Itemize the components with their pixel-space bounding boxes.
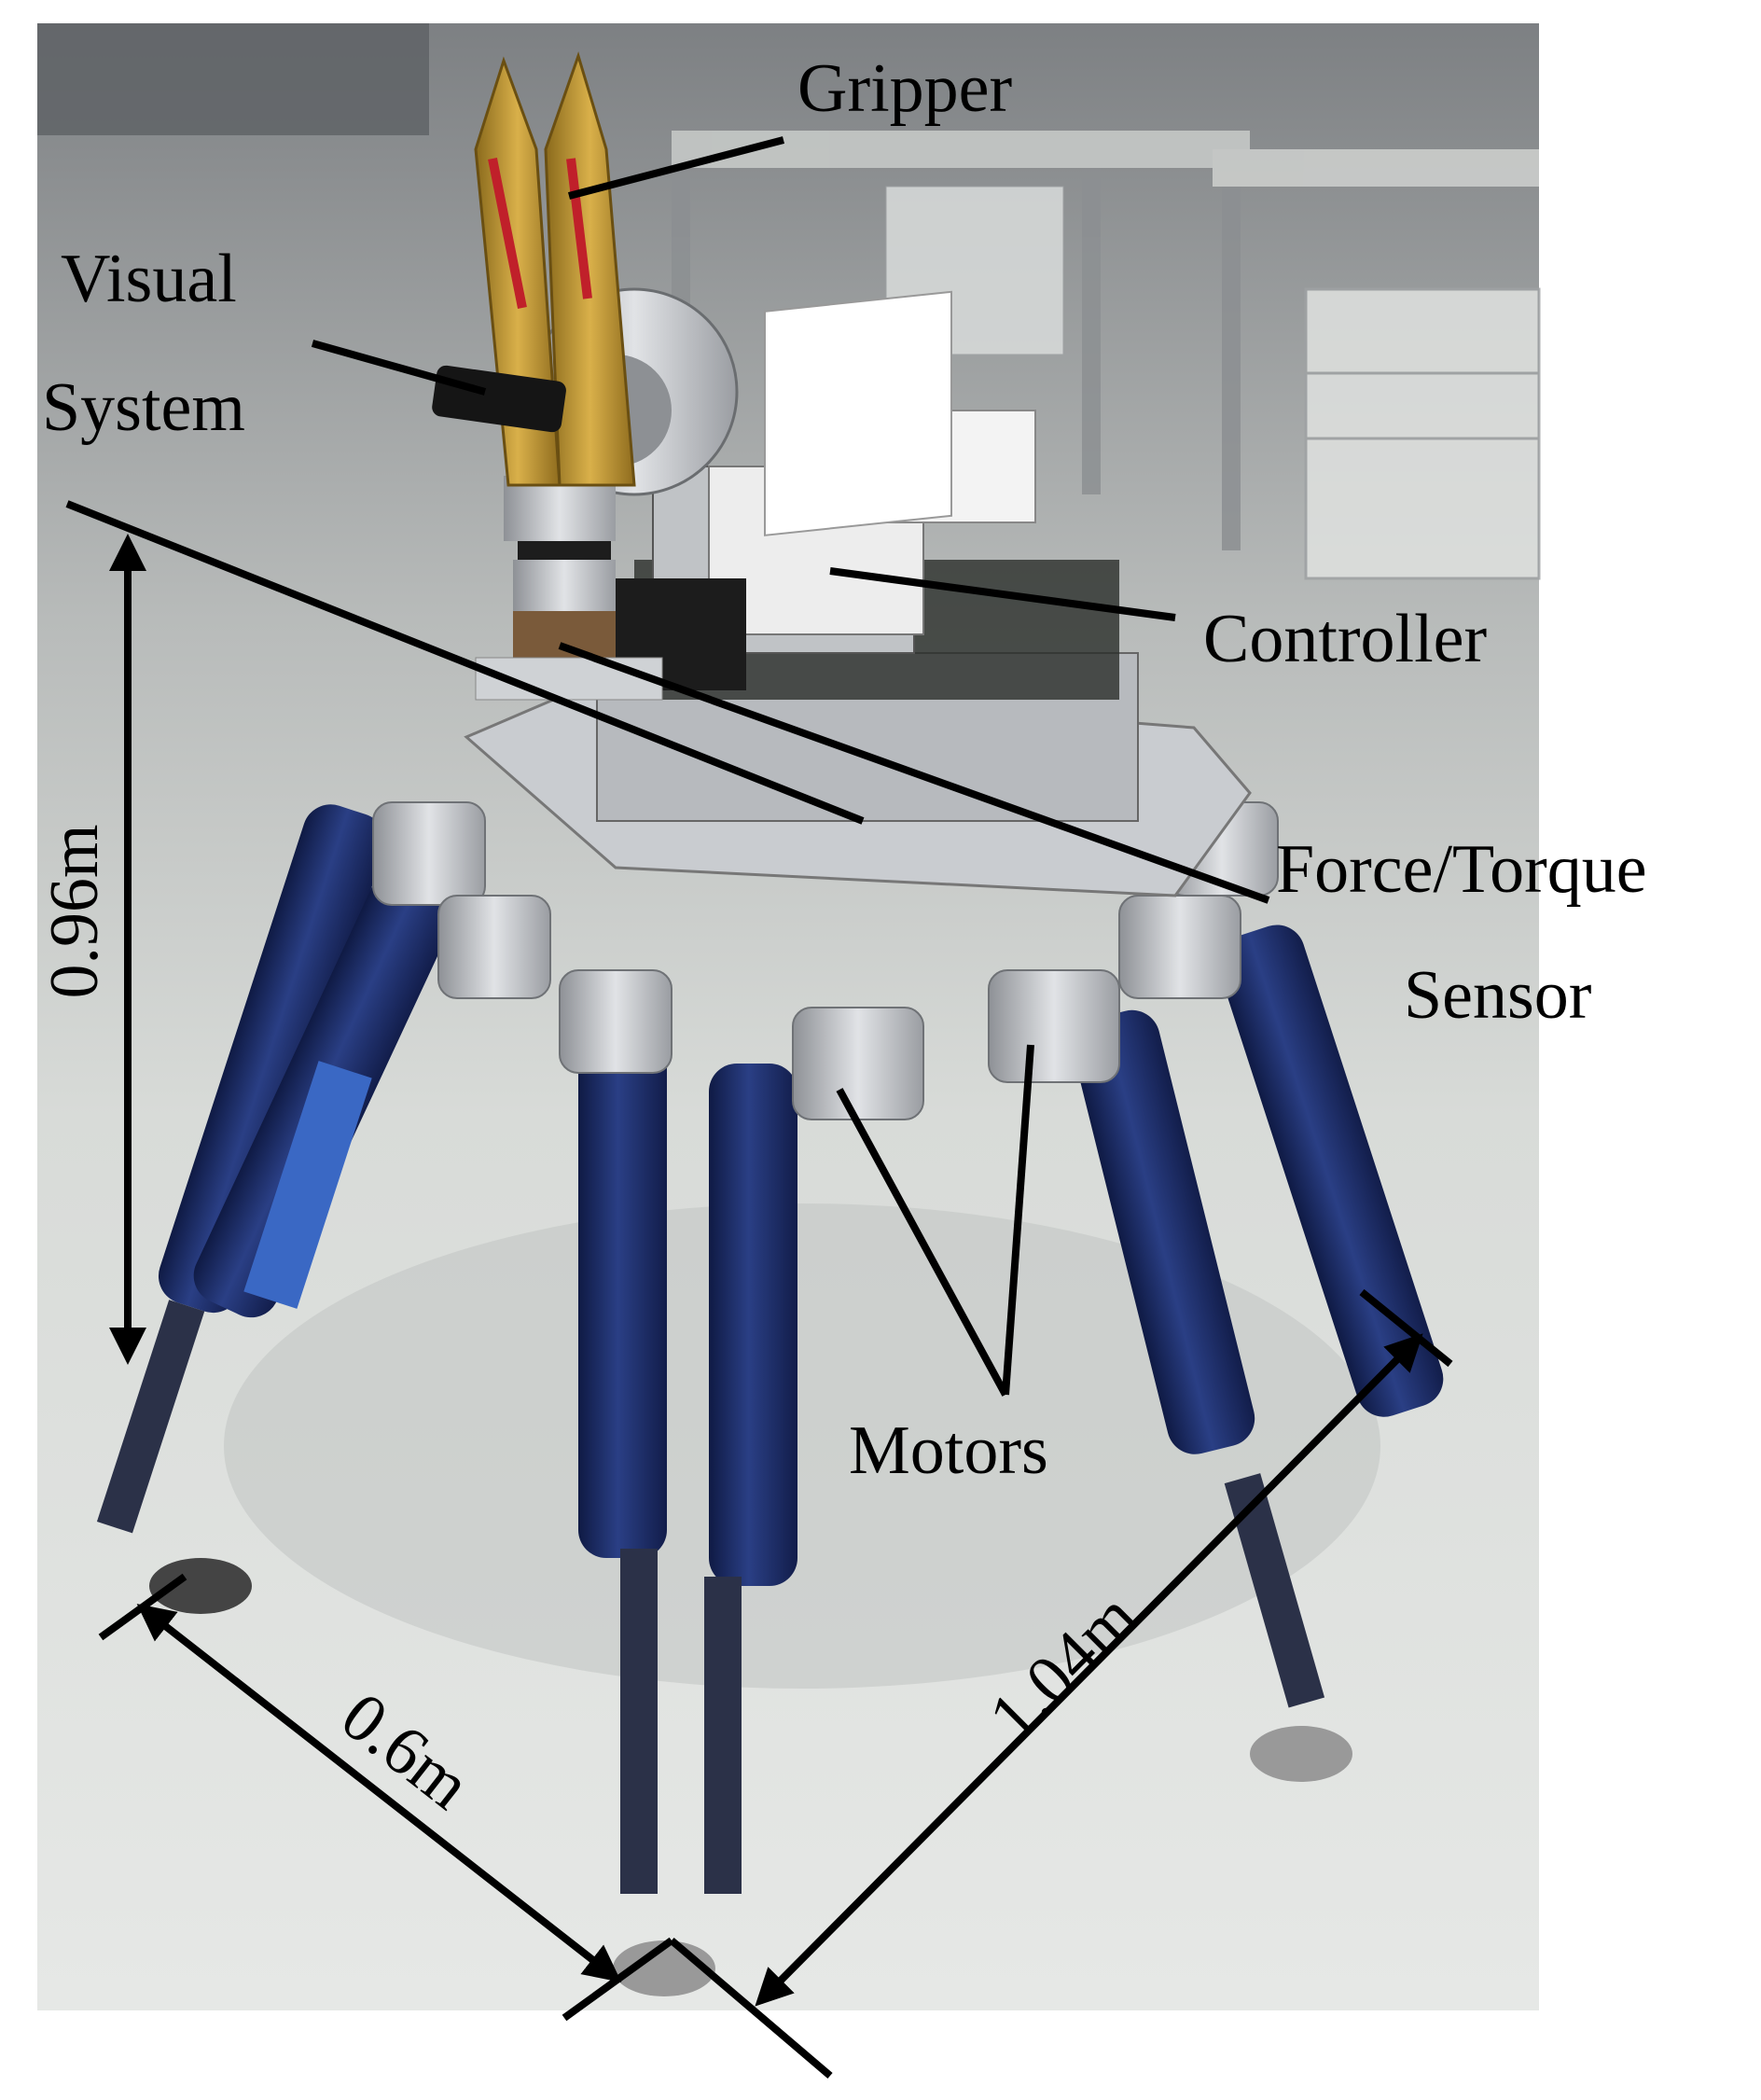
depth-extension-line [1359,1288,1453,1368]
controller-unit [616,290,1036,690]
depth-arrow [755,1333,1423,2007]
dimension-lines [65,500,1453,2079]
gripper-assembly [432,51,739,541]
gripper-leader [567,136,785,200]
force-sensor-leader [558,642,1270,904]
robot-legs [96,804,1444,1996]
height-dimension-label: 0.96m [36,824,113,999]
visual-system-label-line2: System [42,369,245,446]
gripper-label: Gripper [797,50,1013,127]
motor-housings [372,801,1279,1120]
width-arrow [136,1604,622,1982]
motors-label: Motors [849,1412,1048,1489]
lab-furniture [37,23,1541,580]
height-extension-line [65,500,865,825]
depth-extension-bottom [669,1937,833,2079]
visual-system-label-line1: Visual [61,241,237,317]
controller-label: Controller [1203,601,1488,677]
controller-leader [829,567,1176,621]
visual-system-leader [311,340,487,396]
force-torque-label-line1: Force/Torque [1276,831,1647,908]
force-torque-label-line2: Sensor [1404,957,1592,1034]
